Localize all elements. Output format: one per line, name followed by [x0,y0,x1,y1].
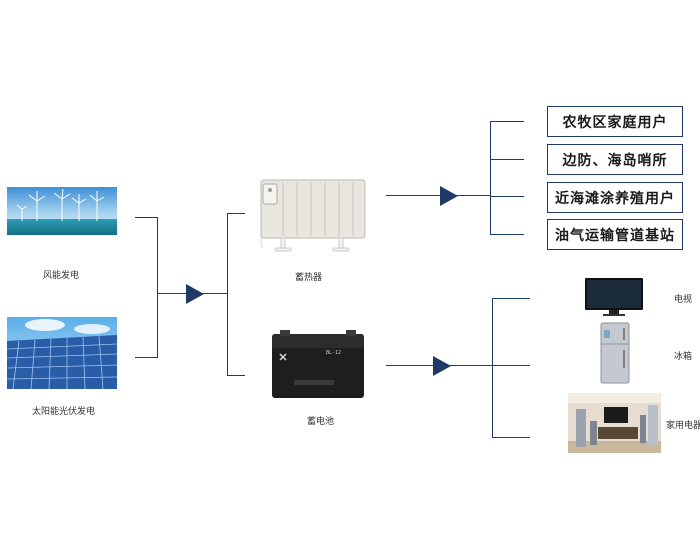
connector [490,121,524,122]
battery-image: BL-12 [268,330,368,400]
heat-storage-image [253,178,369,260]
solar-power-label: 太阳能光伏发电 [32,407,96,417]
battery-label: 蓄电池 [307,417,335,427]
refrigerator-label: 冰箱 [674,352,693,362]
connector [227,375,245,376]
connector [227,213,228,376]
wind-power-image [7,187,117,235]
solar-power-image [7,317,117,389]
wind-power-label: 风能发电 [43,271,80,281]
connector [492,298,530,299]
tv-label: 电视 [674,295,693,305]
arrow-right-icon [433,356,451,376]
user-box: 边防、海岛哨所 [547,144,683,175]
connector [135,217,157,218]
connector [492,437,530,438]
home-appliances-label: 家用电器 [666,421,700,431]
connector [386,195,490,196]
arrow-right-icon [186,284,204,304]
user-box: 农牧区家庭用户 [547,106,683,137]
tv-icon [583,277,645,317]
connector [490,234,524,235]
connector [157,217,158,358]
arrow-right-icon [440,186,458,206]
refrigerator-icon [600,322,630,384]
user-box: 近海滩涂养殖用户 [547,182,683,213]
home-appliances-image [568,393,661,453]
connector [492,365,530,366]
user-box: 油气运输管道基站 [547,219,683,250]
heat-storage-label: 蓄热器 [295,273,323,283]
connector [135,357,157,358]
connector [227,213,245,214]
connector [490,196,524,197]
connector [492,298,493,438]
connector [490,159,524,160]
battery-model-text: BL-12 [326,350,342,356]
connector [490,121,491,235]
